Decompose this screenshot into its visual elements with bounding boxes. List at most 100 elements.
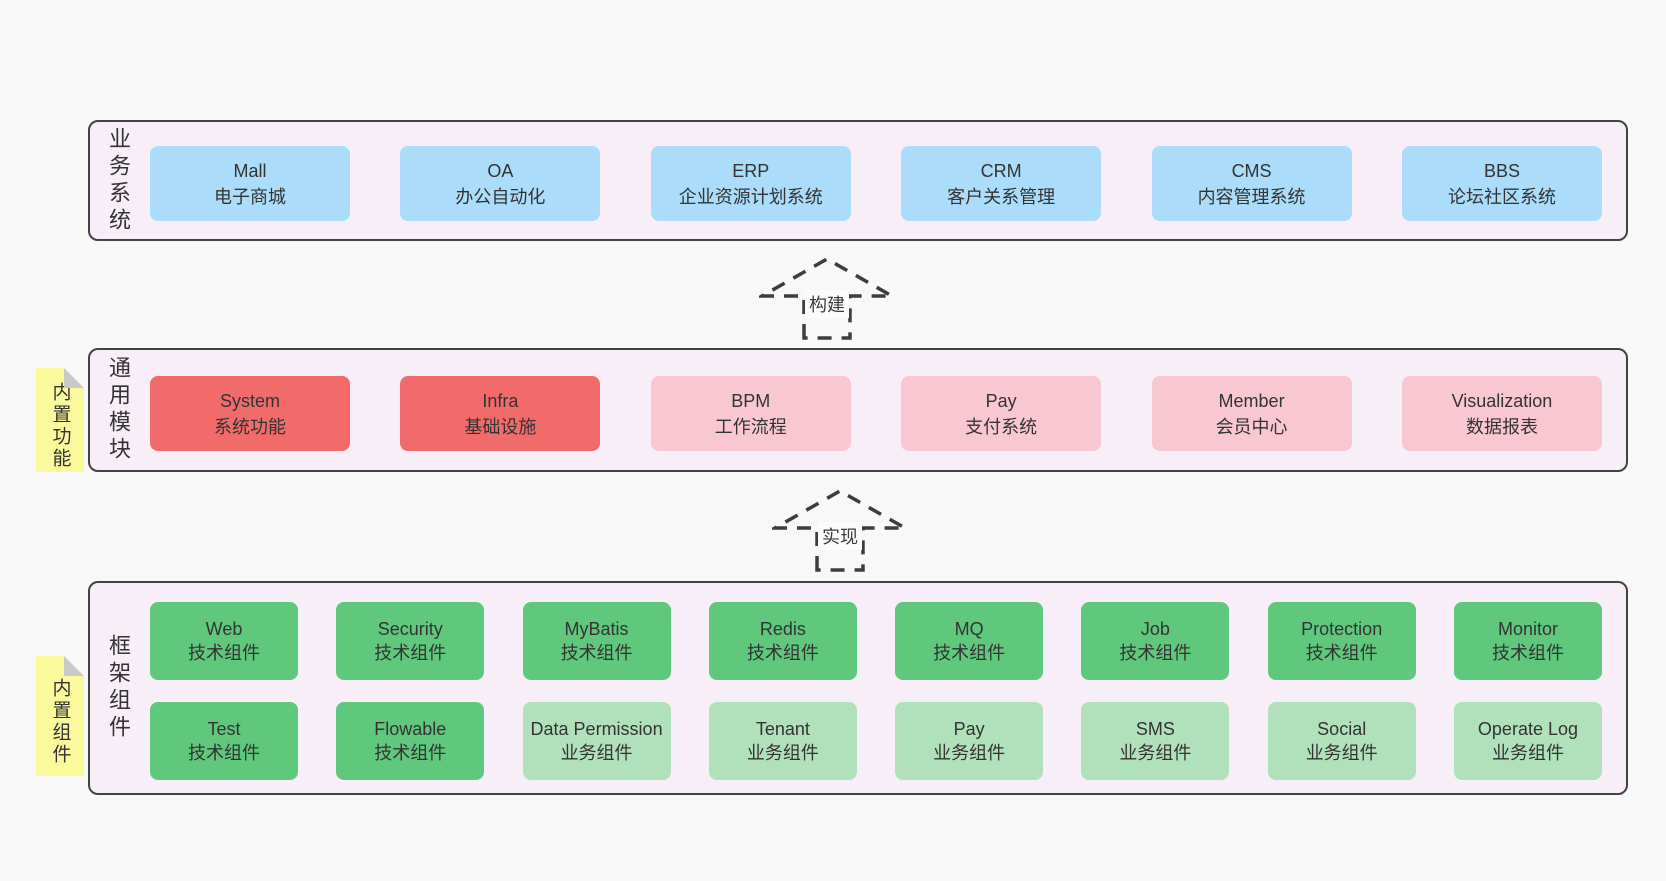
box-desc: 系统功能 — [214, 416, 286, 437]
box-name: Web — [205, 619, 243, 639]
box-desc: 内容管理系统 — [1197, 186, 1306, 207]
box-desc: 企业资源计划系统 — [678, 186, 823, 207]
box-name: Job — [1140, 619, 1170, 639]
box-name: SMS — [1135, 719, 1175, 739]
modules-box-row: System 系统功能 Infra 基础设施 BPM 工作流程 Pay 支付系统… — [150, 376, 1602, 451]
box-name: MQ — [954, 619, 984, 639]
box-visualization: Visualization 数据报表 — [1401, 376, 1602, 451]
box-desc: 技术组件 — [188, 743, 260, 763]
sticky-note-text: 内置功能 — [49, 382, 71, 470]
build-arrow-label: 构建 — [805, 290, 849, 318]
box-data-permission: Data Permission 业务组件 — [522, 702, 671, 780]
box-name: System — [219, 390, 280, 411]
folded-corner-icon — [64, 368, 84, 388]
box-name: Infra — [482, 390, 519, 411]
box-desc: 技术组件 — [746, 643, 819, 663]
box-web: Web 技术组件 — [150, 602, 298, 680]
box-name: Pay — [985, 390, 1017, 411]
business-box-row: Mall 电子商城 OA 办公自动化 ERP 企业资源计划系统 CRM 客户关系… — [150, 146, 1602, 221]
box-name: CRM — [980, 160, 1022, 181]
box-name: Data Permission — [530, 719, 663, 739]
box-test: Test 技术组件 — [150, 702, 298, 780]
box-desc: 论坛社区系统 — [1447, 186, 1556, 207]
box-name: Test — [207, 719, 241, 739]
box-name: Security — [377, 619, 443, 639]
box-system: System 系统功能 — [150, 376, 350, 451]
box-pay: Pay 支付系统 — [901, 376, 1102, 451]
box-flowable: Flowable 技术组件 — [336, 702, 485, 780]
box-name: Flowable — [374, 719, 447, 739]
layer-business-label: 业务系统 — [106, 126, 131, 235]
box-name: MyBatis — [564, 619, 629, 639]
layer-components-label: 框架组件 — [106, 634, 131, 742]
box-name: OA — [487, 160, 514, 181]
box-name: Pay — [953, 719, 985, 739]
box-bbs: BBS 论坛社区系统 — [1401, 146, 1602, 221]
box-name: Tenant — [755, 719, 810, 739]
box-name: CMS — [1231, 160, 1272, 181]
build-arrow: 构建 — [759, 256, 895, 340]
box-crm: CRM 客户关系管理 — [901, 146, 1102, 221]
box-sms: SMS 业务组件 — [1081, 702, 1230, 780]
box-desc: 电子商城 — [214, 186, 286, 207]
box-name: Mall — [233, 160, 267, 181]
box-desc: 业务组件 — [560, 743, 633, 763]
sticky-note-builtin-components: 内置组件 — [36, 656, 84, 776]
box-desc: 工作流程 — [714, 416, 787, 437]
sticky-note-text: 内置组件 — [49, 678, 71, 766]
box-desc: 客户关系管理 — [947, 186, 1056, 207]
folded-corner-icon — [64, 656, 84, 676]
box-desc: 技术组件 — [188, 643, 260, 663]
layer-common-modules: 通用模块 System 系统功能 Infra 基础设施 BPM 工作流程 Pay… — [88, 348, 1628, 472]
box-redis: Redis 技术组件 — [708, 602, 857, 680]
box-desc: 办公自动化 — [455, 186, 546, 207]
box-name: BPM — [731, 390, 771, 411]
box-desc: 支付系统 — [965, 416, 1038, 437]
box-desc: 技术组件 — [933, 643, 1006, 663]
box-name: Member — [1218, 390, 1285, 411]
box-desc: 技术组件 — [1119, 643, 1192, 663]
box-bpm: BPM 工作流程 — [650, 376, 851, 451]
box-name: Redis — [759, 619, 806, 639]
box-oa: OA 办公自动化 — [400, 146, 601, 221]
box-desc: 业务组件 — [933, 743, 1006, 763]
box-operate-log: Operate Log 业务组件 — [1453, 702, 1602, 780]
box-mq: MQ 技术组件 — [895, 602, 1044, 680]
box-desc: 基础设施 — [464, 416, 537, 437]
box-pay-business: Pay 业务组件 — [895, 702, 1044, 780]
box-protection: Protection 技术组件 — [1267, 602, 1416, 680]
box-desc: 技术组件 — [560, 643, 633, 663]
box-mall: Mall 电子商城 — [150, 146, 350, 221]
layer-modules-label: 通用模块 — [106, 356, 131, 464]
box-member: Member 会员中心 — [1151, 376, 1352, 451]
box-infra: Infra 基础设施 — [400, 376, 601, 451]
box-desc: 业务组件 — [1119, 743, 1192, 763]
box-social: Social 业务组件 — [1267, 702, 1416, 780]
components-box-row-2: Test 技术组件 Flowable 技术组件 Data Permission … — [150, 702, 1602, 780]
box-desc: 技术组件 — [1305, 643, 1378, 663]
layer-business-systems: 业务系统 Mall 电子商城 OA 办公自动化 ERP 企业资源计划系统 CRM… — [88, 120, 1628, 241]
box-desc: 技术组件 — [374, 743, 447, 763]
box-name: Monitor — [1497, 619, 1558, 639]
box-name: Visualization — [1451, 390, 1553, 411]
box-desc: 业务组件 — [1305, 743, 1378, 763]
box-desc: 技术组件 — [1491, 643, 1564, 663]
box-desc: 会员中心 — [1215, 416, 1288, 437]
box-name: BBS — [1483, 160, 1520, 181]
box-desc: 业务组件 — [1491, 743, 1564, 763]
components-box-row-1: Web 技术组件 Security 技术组件 MyBatis 技术组件 Redi… — [150, 602, 1602, 680]
box-erp: ERP 企业资源计划系统 — [650, 146, 851, 221]
implement-arrow-label: 实现 — [818, 522, 862, 550]
implement-arrow: 实现 — [772, 488, 908, 572]
layer-framework-components: 框架组件 Web 技术组件 Security 技术组件 MyBatis 技术组件… — [88, 581, 1628, 795]
box-mybatis: MyBatis 技术组件 — [522, 602, 671, 680]
box-name: ERP — [732, 160, 770, 181]
box-job: Job 技术组件 — [1081, 602, 1230, 680]
box-tenant: Tenant 业务组件 — [708, 702, 857, 780]
box-security: Security 技术组件 — [336, 602, 485, 680]
box-name: Operate Log — [1477, 719, 1578, 739]
box-desc: 技术组件 — [374, 643, 447, 663]
box-name: Social — [1317, 719, 1367, 739]
box-desc: 数据报表 — [1465, 416, 1538, 437]
